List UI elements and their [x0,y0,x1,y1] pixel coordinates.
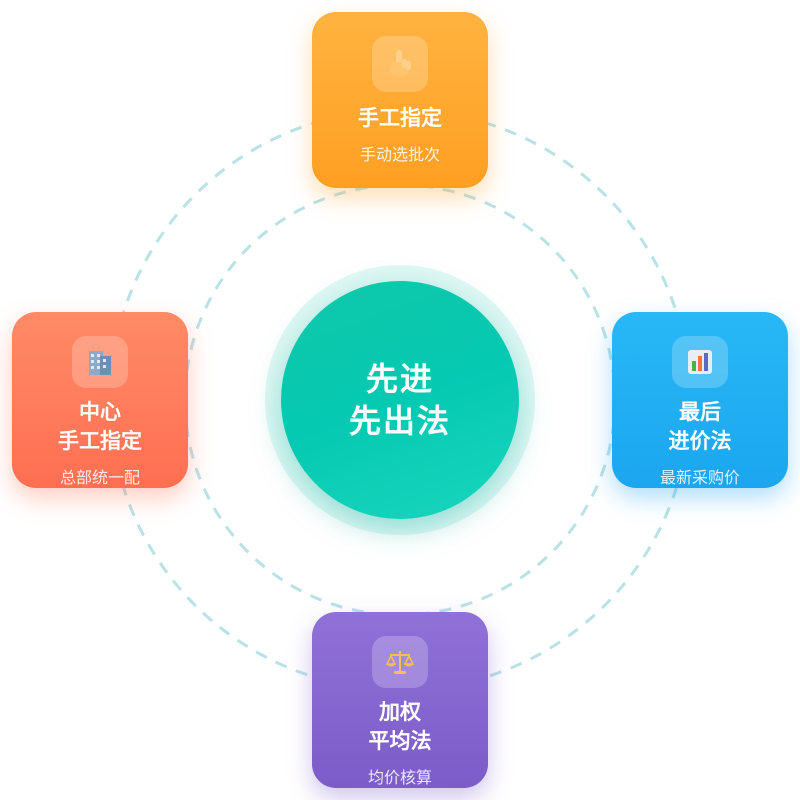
card-subtitle: 均价核算 [367,768,432,787]
card-manual-specify: 手工指定 手动选批次 [312,12,488,188]
center-node: 先进 先出法 [281,281,519,519]
card-title-line-1: 中心 [79,400,121,424]
card-title-line-1: 加权 [379,700,421,724]
center-title-line-2: 先出法 [348,402,451,440]
card-subtitle: 最新采购价 [659,468,740,487]
pointing-hand-icon [372,36,428,92]
card-subtitle: 总部统一配 [59,468,140,487]
office-building-icon [72,336,128,388]
card-last-purchase-price: 最后 进价法 最新采购价 [612,312,788,488]
balance-scale-icon [372,636,428,688]
bar-chart-icon [672,336,728,388]
card-title-line-2: 手工指定 [58,429,142,453]
card-title-line-2: 平均法 [368,729,432,753]
card-center-manual-specify: 中心 手工指定 总部统一配 [12,312,188,488]
card-title-line-2: 进价法 [668,429,732,453]
card-title-line-1: 最后 [679,400,721,424]
card-weighted-average: 加权 平均法 均价核算 [312,612,488,788]
card-title: 手工指定 [358,106,442,130]
center-title-line-1: 先进 [365,360,434,398]
card-subtitle: 手动选批次 [359,145,440,164]
